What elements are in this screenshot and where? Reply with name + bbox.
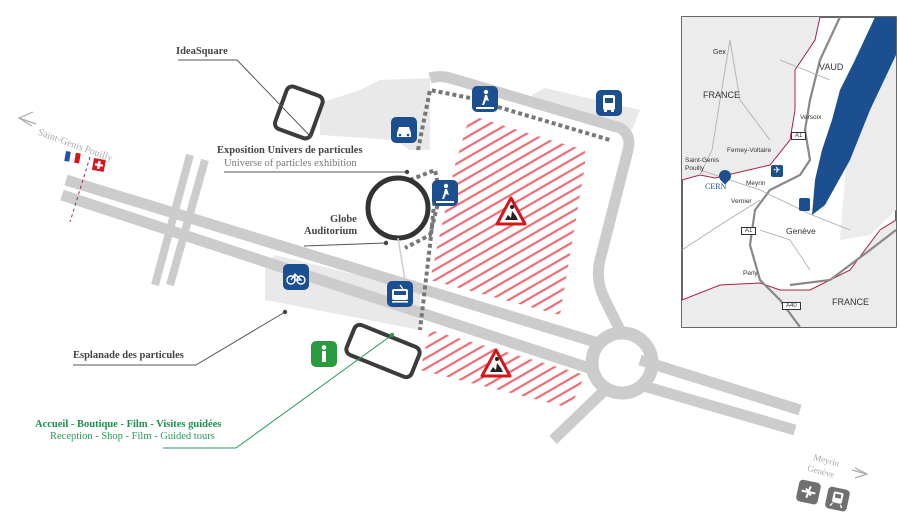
pedestrian-crossing-icon[interactable] <box>432 180 458 206</box>
roadworks-icon <box>480 348 512 378</box>
inset-label-france-north: FRANCE <box>703 90 741 100</box>
tram-icon[interactable] <box>387 281 413 307</box>
globe-auditorium-shape[interactable] <box>365 175 431 241</box>
leader-lines <box>73 59 407 366</box>
inset-road-a1-north: A1 <box>791 132 807 140</box>
inset-airport-icon: ✈ <box>771 165 783 177</box>
arrow-right-icon <box>851 467 869 479</box>
regional-inset-map <box>681 16 897 328</box>
roadworks-icon <box>495 196 527 226</box>
globe-label-line1: Globe <box>330 214 357 225</box>
reception-building[interactable] <box>344 322 422 380</box>
exposition-label-en: Universe of particles exhibition <box>224 158 357 169</box>
car-parking-icon[interactable] <box>391 117 417 143</box>
arrow-left-icon <box>17 111 37 127</box>
inset-road-a40: A40 <box>782 302 801 310</box>
train-icon <box>825 486 850 512</box>
reception-label-en: Reception - Shop - Film - Guided tours <box>50 431 215 442</box>
roads <box>60 71 802 444</box>
reception-leader-line <box>163 334 393 449</box>
reception-label-fr: Accueil - Boutique - Film - Visites guid… <box>35 419 222 430</box>
switzerland-flag-icon <box>91 158 106 172</box>
inset-cern-label: CERN <box>705 182 727 191</box>
info-icon[interactable] <box>311 341 337 367</box>
inset-label-saint-genis: Saint-Genis Pouilly <box>685 157 719 172</box>
inset-label-vaud: VAUD <box>819 62 844 72</box>
esplanade-label: Esplanade des particules <box>73 350 184 361</box>
bicycle-icon[interactable] <box>283 264 309 290</box>
inset-train-icon <box>799 198 810 211</box>
inset-label-france-south: FRANCE <box>832 297 870 307</box>
bus-icon[interactable] <box>596 90 622 116</box>
inset-label-gex: Gex <box>713 49 726 56</box>
border-line <box>69 156 91 223</box>
ideasquare-label: IdeaSquare <box>176 46 228 57</box>
inset-label-meyrin: Meyrin <box>746 180 766 187</box>
pedestrian-crossing-icon[interactable] <box>472 86 498 112</box>
ideasquare-building[interactable] <box>272 84 325 141</box>
inset-road-a1-south: A1 <box>741 227 757 235</box>
inset-label-ferney: Ferney-Voltaire <box>727 147 772 154</box>
inset-label-perly: Perly <box>743 270 758 277</box>
france-flag-icon <box>64 151 81 164</box>
inset-label-geneve: Genève <box>786 226 816 236</box>
globe-label-line2: Auditorium <box>304 226 358 237</box>
inset-label-versoix: Versoix <box>800 114 822 121</box>
airplane-icon <box>796 479 821 505</box>
exposition-label-fr: Exposition Univers de particules <box>217 145 363 156</box>
inset-label-vernier: Vernier <box>731 198 752 205</box>
